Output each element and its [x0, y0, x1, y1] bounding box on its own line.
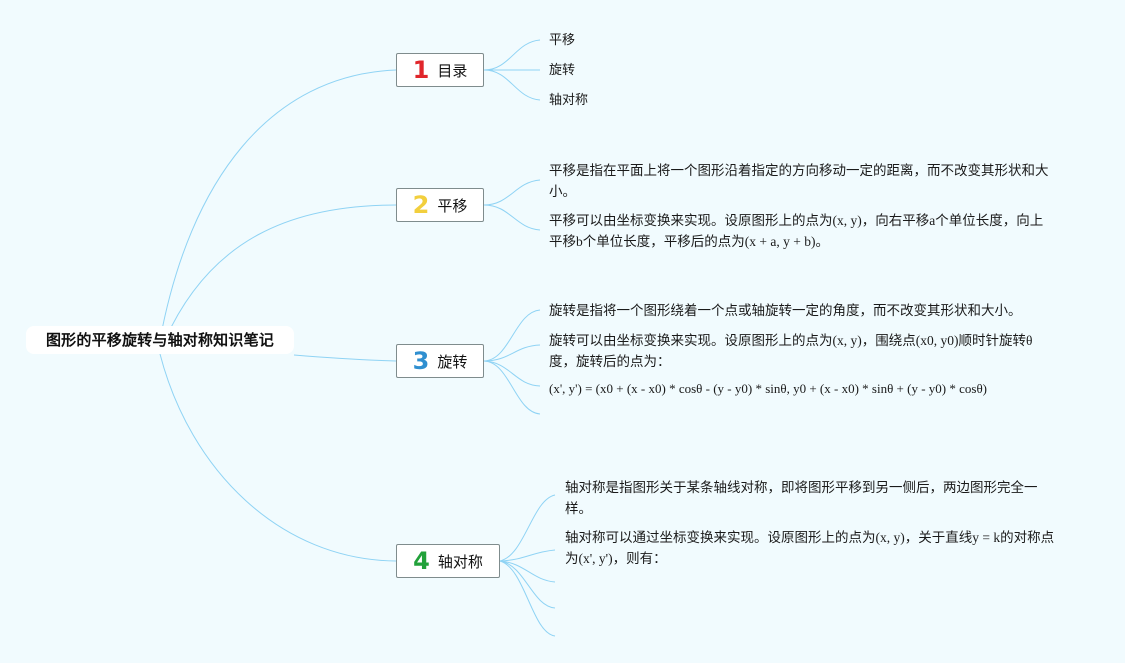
branch-node-rotation[interactable]: 3 旋转: [396, 344, 484, 378]
connector-4-e: [499, 560, 556, 637]
leaf-contents-axial-symmetry[interactable]: 轴对称: [549, 93, 589, 108]
connector-root-1: [159, 69, 397, 341]
connector-3-b: [483, 344, 541, 362]
leaf-rotation-definition[interactable]: 旋转是指将一个图形绕着一个点或轴旋转一定的角度，而不改变其形状和大小。: [549, 303, 1022, 318]
root-title: 图形的平移旋转与轴对称知识笔记: [45, 331, 274, 349]
number-four-icon: 4: [413, 547, 430, 575]
connector-1-c: [483, 69, 541, 101]
connector-4-a: [499, 494, 556, 562]
leaf-symmetry-method[interactable]: 轴对称可以通过坐标变换来实现。设原图形上的点为(x, y)，关于直线y = k的…: [565, 530, 1055, 566]
connector-root-2: [164, 204, 397, 341]
connector-3-c: [483, 360, 541, 387]
branch-node-translation[interactable]: 2 平移: [396, 188, 484, 222]
connector-root-4: [159, 353, 397, 562]
leaf-rotation-method[interactable]: 旋转可以由坐标变换来实现。设原图形上的点为(x, y)，围绕点(x0, y0)顺…: [549, 333, 1033, 369]
leaf-translation-definition[interactable]: 平移是指在平面上将一个图形沿着指定的方向移动一定的距离，而不改变其形状和大小。: [549, 163, 1049, 199]
branch-node-axial-symmetry[interactable]: 4 轴对称: [396, 544, 500, 578]
connector-4-b: [499, 549, 556, 562]
leaf-symmetry-definition[interactable]: 轴对称是指图形关于某条轴线对称，即将图形平移到另一侧后，两边图形完全一样。: [565, 480, 1038, 516]
leaf-rotation-formula[interactable]: (x', y') = (x0 + (x - x0) * cosθ - (y - …: [549, 381, 988, 396]
connector-3-a: [483, 309, 541, 362]
root-node[interactable]: 图形的平移旋转与轴对称知识笔记: [26, 326, 294, 354]
leaf-contents-translation[interactable]: 平移: [549, 33, 576, 48]
connector-root-3: [293, 354, 397, 362]
branch-label: 平移: [437, 196, 468, 215]
branch-node-contents[interactable]: 1 目录: [396, 53, 484, 87]
branch-label: 目录: [437, 61, 468, 80]
connector-1-a: [483, 39, 541, 71]
connector-3-d: [483, 360, 541, 415]
connector-2-a: [483, 179, 541, 206]
connector-2-b: [483, 204, 541, 231]
number-one-icon: 1: [412, 56, 430, 84]
branch-label: 轴对称: [437, 552, 483, 571]
leaf-translation-formula[interactable]: 平移可以由坐标变换来实现。设原图形上的点为(x, y)，向右平移a个单位长度，向…: [549, 213, 1044, 249]
number-two-icon: 2: [412, 191, 430, 219]
leaf-contents-rotation[interactable]: 旋转: [549, 63, 576, 78]
number-three-icon: 3: [412, 347, 430, 375]
connector-4-c: [499, 560, 556, 583]
branch-label: 旋转: [437, 352, 468, 371]
connector-4-d: [499, 560, 556, 609]
